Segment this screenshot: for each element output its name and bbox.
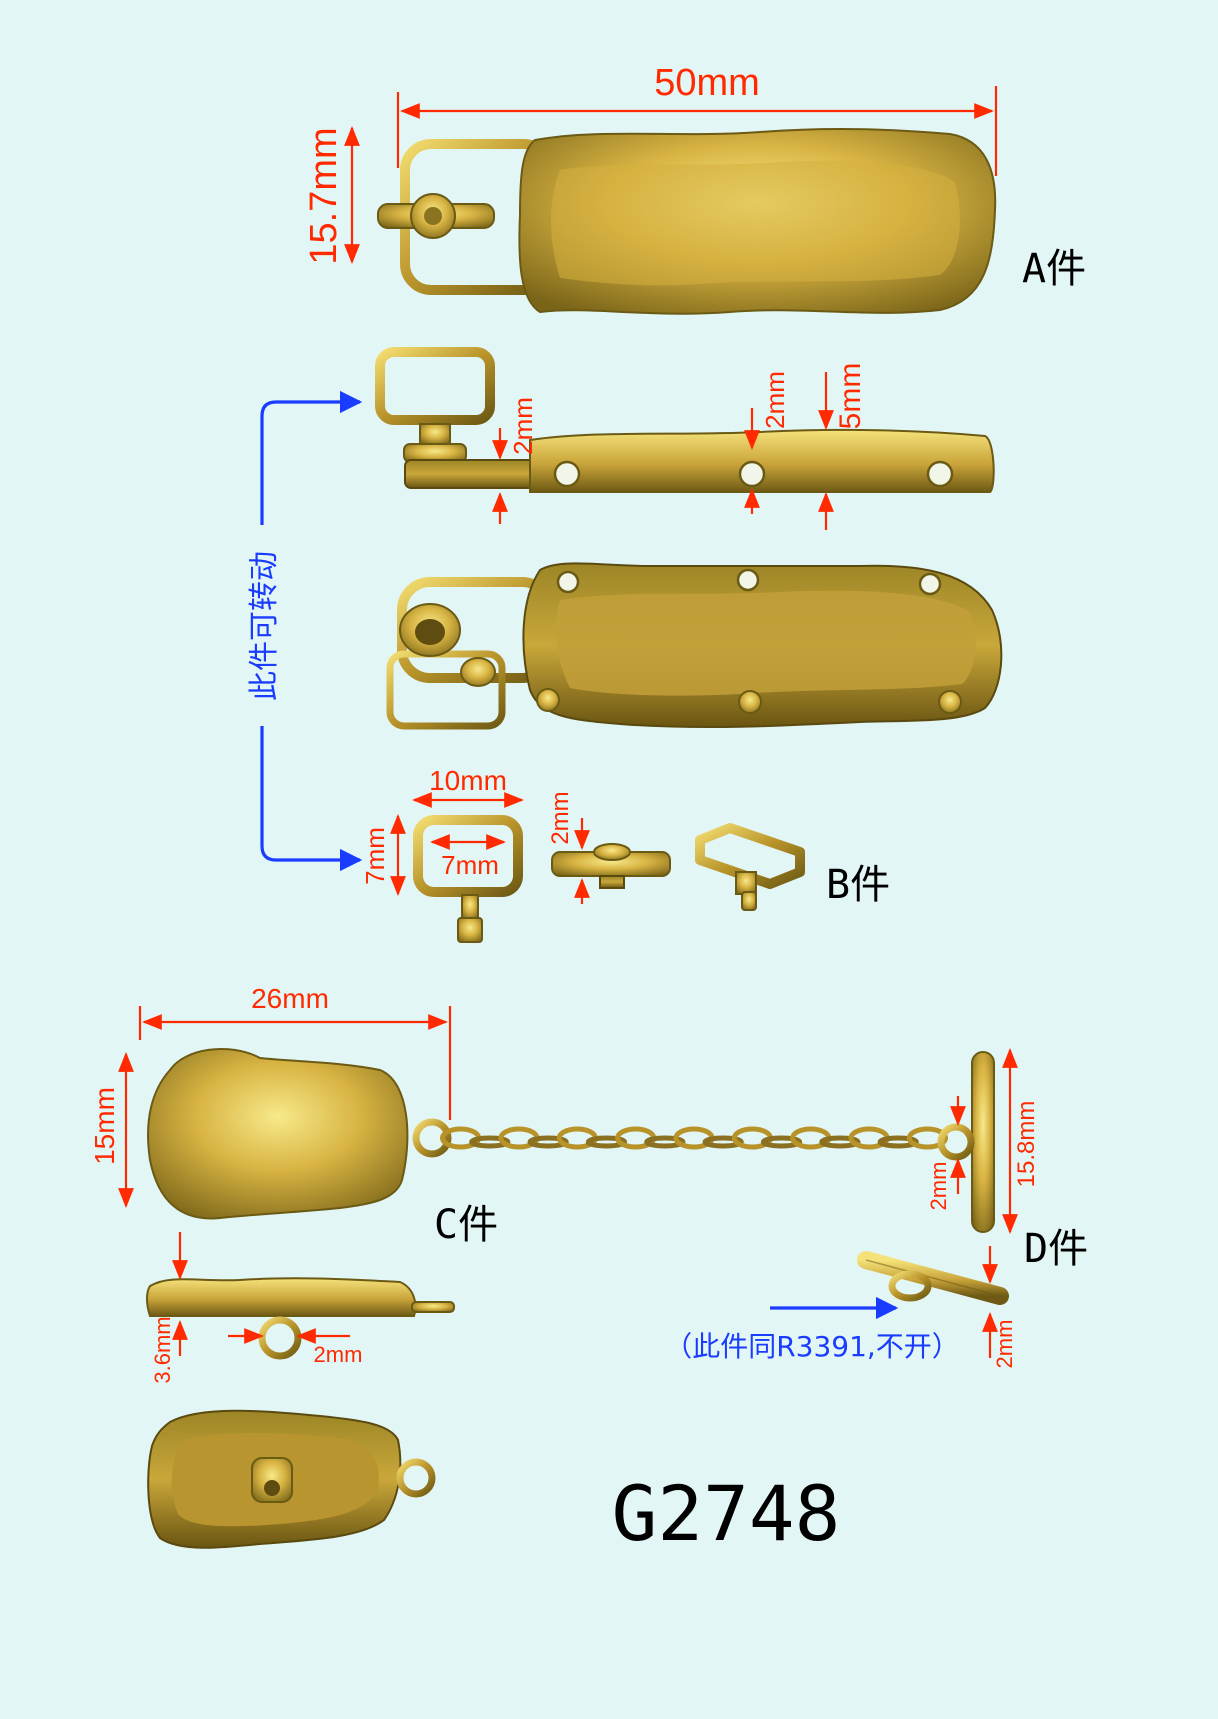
dimension-label-15-8mm: 15.8mm bbox=[1013, 1101, 1040, 1188]
dimension-a-length: 50mm bbox=[396, 62, 998, 176]
chain-link bbox=[527, 1135, 569, 1149]
rotation-bracket-arrow: 此件可转动 bbox=[247, 390, 363, 872]
part-c-label: C件 bbox=[434, 1202, 498, 1248]
dimension-label-50mm: 50mm bbox=[654, 62, 760, 104]
part-c-side-view bbox=[146, 1277, 455, 1360]
part-d-perspective-view bbox=[857, 1251, 1009, 1305]
dimension-label-d-2mm-ring: 2mm bbox=[926, 1162, 951, 1211]
same-part-note: （此件同R3391,不开） bbox=[664, 1296, 960, 1363]
chain-link bbox=[877, 1135, 919, 1149]
dimension-label-7mm-height: 7mm bbox=[360, 827, 390, 885]
chain-link bbox=[906, 1126, 949, 1150]
part-a-label: A件 bbox=[1022, 246, 1086, 292]
dimension-label-side-2mm-b: 2mm bbox=[760, 371, 790, 429]
dimension-a-height: 15.7mm bbox=[303, 126, 360, 265]
dimension-a-side-5mm: 5mm bbox=[818, 363, 867, 530]
dimension-b-height: 7mm bbox=[360, 814, 406, 896]
dimension-label-c-2mm: 2mm bbox=[314, 1342, 363, 1367]
dimension-label-10mm: 10mm bbox=[429, 765, 507, 796]
dimension-c-loop: 2mm bbox=[228, 1328, 363, 1367]
dimension-d-ring: 2mm bbox=[926, 1096, 966, 1211]
dimension-b-inner-width: 7mm bbox=[430, 834, 506, 880]
dimension-d-length: 15.8mm bbox=[1002, 1048, 1040, 1234]
dimension-label-26mm: 26mm bbox=[251, 983, 329, 1014]
chain bbox=[439, 1126, 949, 1150]
dimension-label-15-7mm: 15.7mm bbox=[303, 127, 345, 264]
rotation-note: 此件可转动 bbox=[247, 551, 282, 701]
part-a-top-view bbox=[377, 127, 997, 315]
chain-link bbox=[819, 1135, 861, 1149]
chain-link bbox=[760, 1135, 803, 1149]
dimension-label-7mm-inner: 7mm bbox=[441, 850, 499, 880]
chain-link bbox=[585, 1135, 628, 1149]
dimension-b-side-2mm: 2mm bbox=[547, 791, 590, 904]
dimension-label-d-2mm-thickness: 2mm bbox=[992, 1320, 1017, 1369]
dimension-a-side-2mm: 2mm bbox=[492, 397, 538, 524]
dimension-label-15mm: 15mm bbox=[89, 1087, 120, 1165]
part-a-back-view bbox=[386, 562, 1003, 730]
part-c-back-view bbox=[147, 1409, 436, 1549]
part-d-label: D件 bbox=[1024, 1226, 1088, 1272]
part-b-side-view bbox=[551, 843, 671, 889]
chain-link bbox=[469, 1135, 511, 1149]
dimension-a-side-2mm-b: 2mm bbox=[744, 371, 790, 514]
part-b-label: B件 bbox=[826, 862, 890, 908]
dimension-c-height: 15mm bbox=[89, 1052, 134, 1208]
chain-link bbox=[644, 1135, 686, 1149]
part-c-top-view bbox=[147, 1047, 452, 1220]
part-b-perspective-view bbox=[695, 823, 805, 911]
model-code: G2748 bbox=[612, 1469, 841, 1558]
dimension-b-outer-width: 10mm bbox=[412, 765, 524, 808]
dimension-d-thickness: 2mm bbox=[982, 1246, 1017, 1369]
dimension-label-b-2mm: 2mm bbox=[547, 791, 574, 844]
dimension-c-thickness: 3.6mm bbox=[150, 1232, 188, 1384]
dimension-label-side-2mm-a: 2mm bbox=[508, 397, 538, 455]
chain-link bbox=[702, 1135, 744, 1149]
same-part-note-text: （此件同R3391,不开） bbox=[664, 1330, 960, 1363]
part-d-front-view bbox=[937, 1051, 995, 1233]
dimension-label-3-6mm: 3.6mm bbox=[150, 1316, 175, 1383]
dimension-label-side-5mm: 5mm bbox=[834, 363, 867, 430]
dimension-c-width: 26mm bbox=[138, 983, 452, 1120]
part-a-side-view bbox=[375, 347, 995, 493]
part-b-front-view bbox=[413, 815, 523, 943]
